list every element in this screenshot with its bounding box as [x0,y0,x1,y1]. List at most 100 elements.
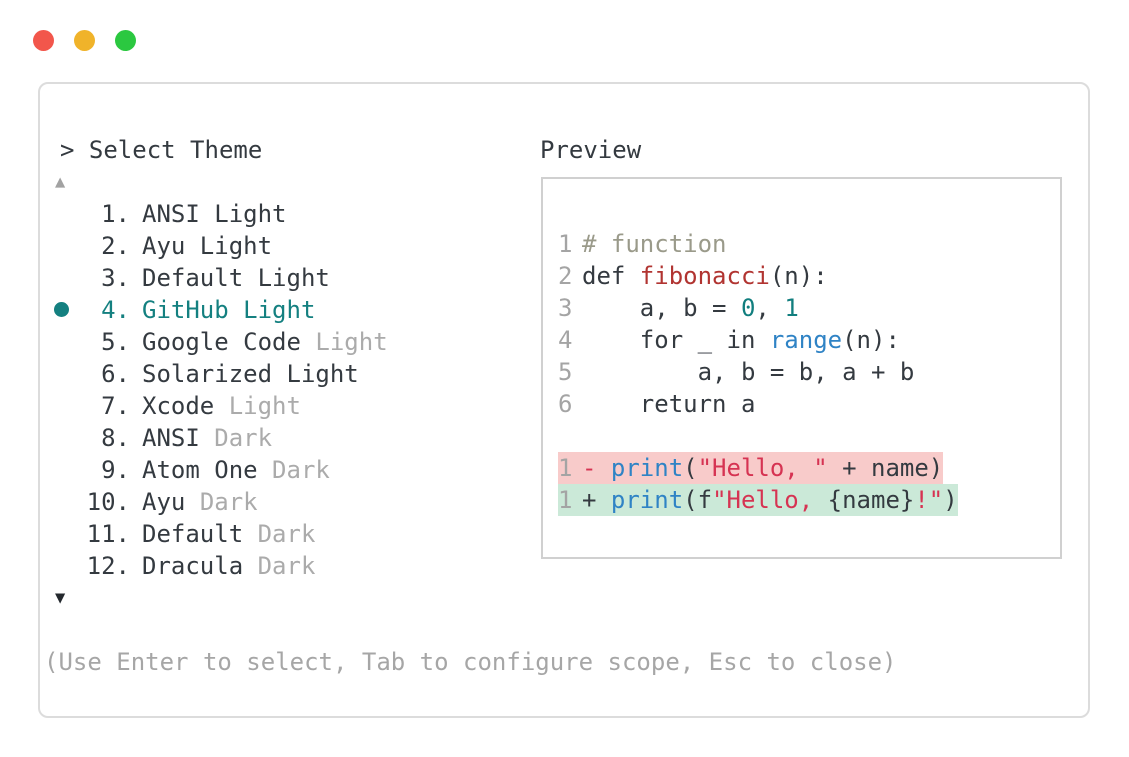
theme-list-item[interactable]: 1.ANSI Light [40,198,530,230]
prompt-title: > Select Theme [60,136,263,164]
scroll-down-icon[interactable]: ▼ [55,588,66,608]
code-line: 3 a, b = 0, 1 [558,292,1058,324]
line-number: 5 [558,358,573,386]
token-func: fibonacci [639,262,770,290]
theme-label: Solarized Light [142,358,359,390]
line-number: 1 [558,486,573,514]
token-string: "Hello, " [697,454,828,482]
theme-list-item[interactable]: 12.Dracula Dark [40,550,530,582]
theme-variant: Dark [199,488,258,516]
token-plain: ) [943,486,958,514]
theme-name: Default Light [142,264,330,292]
theme-name: Atom One [142,456,258,484]
theme-label: Xcode Light [142,390,301,422]
theme-label: Default Light [142,262,330,294]
line-number: 4 [558,326,573,354]
token-plain: {name} [827,486,915,514]
selected-marker-icon [54,302,69,317]
code-line: 2 def fibonacci(n): [558,260,1058,292]
code-line [558,420,1058,452]
theme-name: Ayu Light [142,232,273,260]
token-plain: for _ in [582,326,770,354]
code-line: 4 for _ in range(n): [558,324,1058,356]
token-plain: def [582,262,640,290]
theme-list-item[interactable]: 8. ANSI Dark [40,422,530,454]
window-controls [33,30,136,51]
theme-list-item[interactable]: 5. Google Code Light [40,326,530,358]
token-builtin: print [610,454,684,482]
diff-highlight: 1+ print(f"Hello, {name}!") [558,484,958,516]
token-num: 1 [784,294,799,322]
token-plain: a, b = [582,294,741,322]
token-plain: (n): [769,262,828,290]
token-plain: a, b = b, a + b [582,358,915,386]
diff-line-added: 1+ print(f"Hello, {name}!") [558,484,1058,516]
zoom-button[interactable] [115,30,136,51]
line-number: 2 [558,262,573,290]
theme-label: Dracula Dark [142,550,315,582]
theme-number: 11. [86,520,130,548]
token-comment: # function [582,230,727,258]
theme-list-item[interactable]: 6. Solarized Light [40,358,530,390]
theme-list-item[interactable]: 3. Default Light [40,262,530,294]
theme-name: Solarized Light [142,360,359,388]
theme-variant: Dark [272,456,330,484]
theme-variant: Light [228,392,301,420]
token-plain: (n): [842,326,900,354]
theme-name: ANSI [142,424,200,452]
line-number: 1 [558,230,573,258]
theme-list-item[interactable]: 7. Xcode Light [40,390,530,422]
theme-label: ANSI Dark [142,422,272,454]
theme-variant: Dark [257,552,316,580]
theme-variant: Light [315,328,388,356]
theme-label: Atom One Dark [142,454,330,486]
theme-number: 8. [101,424,130,452]
theme-list-item[interactable]: 10.Ayu Dark [40,486,530,518]
footer-hint: (Use Enter to select, Tab to configure s… [44,648,897,676]
theme-number: 1. [101,200,130,228]
token-builtin: print [610,486,684,514]
line-number: 1 [558,454,573,482]
code-line: 5 a, b = b, a + b [558,356,1058,388]
theme-variant: Dark [214,424,273,452]
theme-name: Default [142,520,244,548]
theme-number: 10. [86,488,130,516]
theme-number: 2. [101,232,130,260]
theme-number: 5. [101,328,130,356]
theme-name: Xcode [142,392,215,420]
theme-label: Ayu Light [142,230,272,262]
token-sign_removed: - [582,454,611,482]
theme-name: Google Code [142,328,301,356]
token-plain: , [755,294,785,322]
theme-list-item[interactable]: 11. Default Dark [40,518,530,550]
theme-list-item[interactable]: 4. GitHub Light [40,294,530,326]
token-plain: (f [683,486,713,514]
theme-number: 9. [101,456,130,484]
code-line: 1 # function [558,228,1058,260]
token-string: !" [914,486,944,514]
line-number: 3 [558,294,573,322]
theme-list-item[interactable]: 9. Atom One Dark [40,454,530,486]
token-plain: + name) [827,454,944,482]
theme-name: GitHub Light [142,296,316,324]
theme-list-item[interactable]: 2. Ayu Light [40,230,530,262]
diff-highlight: 1- print("Hello, " + name) [558,452,944,484]
theme-label: Default Dark [142,518,315,550]
theme-number: 4. [101,296,130,324]
theme-number: 6. [101,360,130,388]
code-line: 6 return a [558,388,1058,420]
scroll-up-icon[interactable]: ▲ [55,172,66,192]
preview-title: Preview [540,136,642,164]
theme-number: 7. [101,392,130,420]
token-string: "Hello, [712,486,828,514]
line-number: 6 [558,390,573,418]
theme-number: 3. [101,264,130,292]
minimize-button[interactable] [74,30,95,51]
close-button[interactable] [33,30,54,51]
token-plain: ( [683,454,698,482]
token-plain: return a [582,390,756,418]
